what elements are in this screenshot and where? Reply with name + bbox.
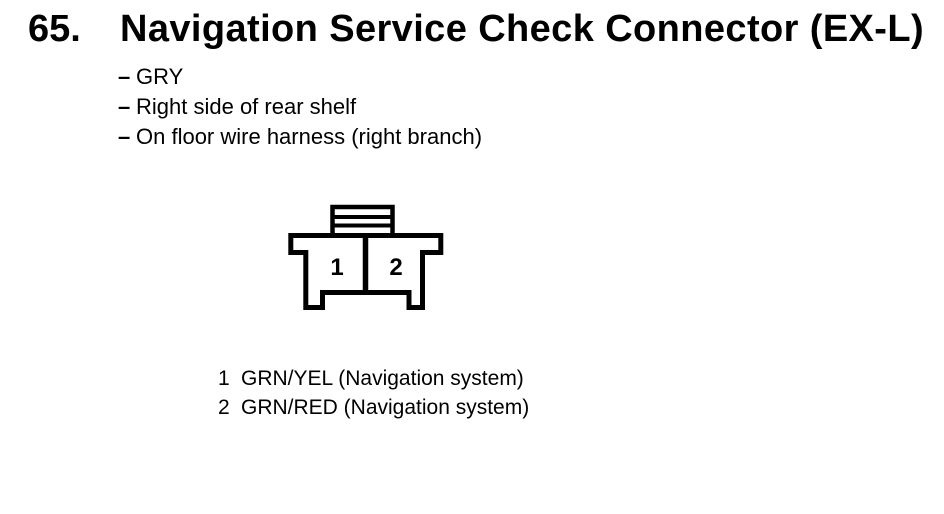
bullet-dash: – xyxy=(118,94,131,119)
attribute-item-color: – GRY xyxy=(118,62,482,92)
item-number: 65. xyxy=(28,8,81,50)
attribute-text: GRY xyxy=(136,64,184,89)
connector-latch xyxy=(330,204,395,238)
attribute-item-harness: – On floor wire harness (right branch) xyxy=(118,122,482,152)
cavity-2-label: 2 xyxy=(389,254,402,281)
connector-diagram: 1 2 xyxy=(285,200,455,315)
attribute-text: Right side of rear shelf xyxy=(136,94,357,119)
bullet-dash: – xyxy=(118,124,131,149)
pin-number: 1 xyxy=(218,367,230,390)
pin-number: 2 xyxy=(218,396,230,419)
cavity-1-label: 1 xyxy=(330,254,343,281)
wire-label: GRN/YEL (Navigation system) xyxy=(241,367,524,390)
page-title: Navigation Service Check Connector (EX-L… xyxy=(120,8,925,50)
legend-row-pin2: 2 GRN/RED (Navigation system) xyxy=(218,393,529,422)
attribute-item-location: – Right side of rear shelf xyxy=(118,92,482,122)
pin-legend: 1 GRN/YEL (Navigation system) 2 GRN/RED … xyxy=(218,364,529,422)
attribute-text: On floor wire harness (right branch) xyxy=(136,124,483,149)
bullet-dash: – xyxy=(118,64,131,89)
attribute-list: – GRY – Right side of rear shelf – On fl… xyxy=(118,62,482,152)
wire-label: GRN/RED (Navigation system) xyxy=(241,396,530,419)
legend-row-pin1: 1 GRN/YEL (Navigation system) xyxy=(218,364,529,393)
